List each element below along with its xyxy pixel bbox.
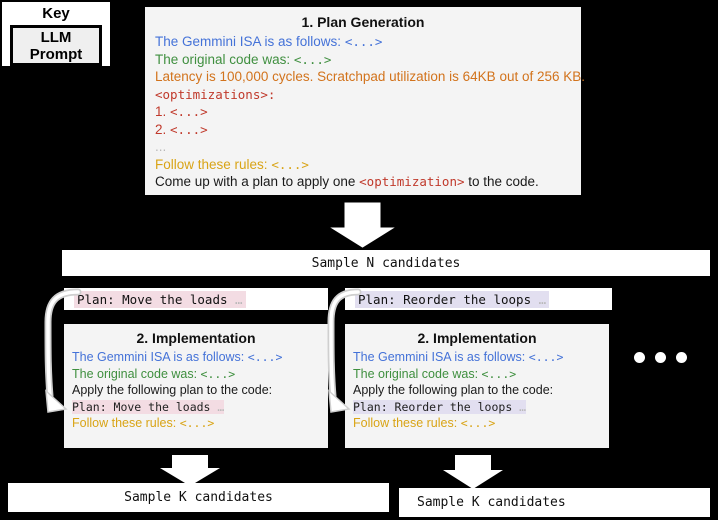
ellipsis-dot-1 [634,352,645,363]
implementation-panel-2: 2. Implementation The Gemmini ISA is as … [343,322,611,450]
impl-2-line-plan: Plan: Reorder the loops … [353,399,601,416]
sample-n-candidates-bar: Sample N candidates [60,248,712,278]
impl-1-line-rules: Follow these rules: <...> [72,416,215,430]
plan-isa-tag: <...> [344,34,383,49]
impl-2-code-tag: <...> [481,366,517,381]
sample-k-candidates-bar-1: Sample K candidates [6,481,391,514]
plan-line-rules: Follow these rules: <...> [155,156,309,172]
impl-1-code-tag: <...> [200,366,236,381]
arrow-down-plan-to-sample-n [330,202,395,248]
impl-1-line-apply: Apply the following plan to the code: [72,383,273,397]
impl-1-line-plan: Plan: Move the loads … [72,399,320,416]
plan-generation-panel: 1. Plan Generation The Gemmini ISA is as… [143,5,586,197]
implementation-panel-1: 2. Implementation The Gemmini ISA is as … [62,322,330,450]
plan-code-tag: <...> [293,51,332,67]
plan-line-ellipsis: ... [155,139,167,154]
impl-2-plan-text: Plan: Reorder the loops … [353,399,527,414]
plan-candidate-1-ellipsis: … [235,291,243,307]
impl-2-line-isa: The Gemmini ISA is as follows: <...> [353,350,564,364]
ellipsis-dot-3 [676,352,687,363]
impl-2-line-code: The original code was: <...> [353,366,517,381]
plan-line-isa: The Gemmini ISA is as follows: <...> [155,34,383,49]
plan-line-final: Come up with a plan to apply one <optimi… [155,174,539,189]
sample-n-label: Sample N candidates [311,255,461,271]
key-inner-line-2: Prompt [29,45,83,63]
key-inner-line-1: LLM [40,28,72,46]
impl-2-rules-tag: <...> [460,416,496,430]
sample-k-label-2: Sample K candidates [417,495,566,510]
implementation-2-title: 2. Implementation [417,330,537,346]
plan-rules-tag: <...> [271,156,309,172]
sample-k-label-1: Sample K candidates [124,490,273,505]
impl-1-isa-tag: <...> [247,350,283,364]
plan-candidate-1-text: Plan: Move the loads … [74,290,246,308]
plan-candidate-1: Plan: Move the loads … [62,286,330,312]
arrow-down-impl-2-to-sample-k-2 [443,455,503,489]
more-branches-ellipsis-icon [634,352,687,363]
key-title: Key [42,5,70,22]
plan-line-optimizations-tag: <optimizations>: [155,86,276,102]
implementation-1-title: 2. Implementation [136,330,256,346]
plan-final-optimization-tag: <optimization> [359,174,465,189]
plan-item-1-tag: <...> [170,104,208,119]
impl-2-line-rules: Follow these rules: <...> [353,416,496,430]
plan-candidate-2-text: Plan: Reorder the loops … [355,290,550,308]
plan-item-2-tag: <...> [170,121,208,137]
plan-candidate-2: Plan: Reorder the loops … [343,286,614,312]
impl-1-rules-tag: <...> [179,416,215,430]
sample-k-candidates-bar-2: Sample K candidates [397,486,712,519]
impl-1-plan-text: Plan: Move the loads … [72,399,225,414]
key-llm-prompt-sample: LLM Prompt [10,25,102,66]
plan-line-latency: Latency is 100,000 cycles. Scratchpad ut… [155,69,586,84]
impl-1-line-isa: The Gemmini ISA is as follows: <...> [72,350,283,364]
ellipsis-dot-2 [655,352,666,363]
key-legend: Key LLM Prompt [0,0,112,68]
plan-generation-title: 1. Plan Generation [301,14,425,30]
plan-line-code: The original code was: <...> [155,51,332,67]
plan-line-item-1: 1. <...> [155,104,208,119]
plan-candidate-2-ellipsis: … [538,291,547,307]
impl-2-line-apply: Apply the following plan to the code: [353,383,554,397]
plan-line-item-2: 2. <...> [155,121,208,137]
impl-1-line-code: The original code was: <...> [72,366,236,381]
impl-2-isa-tag: <...> [528,350,564,364]
